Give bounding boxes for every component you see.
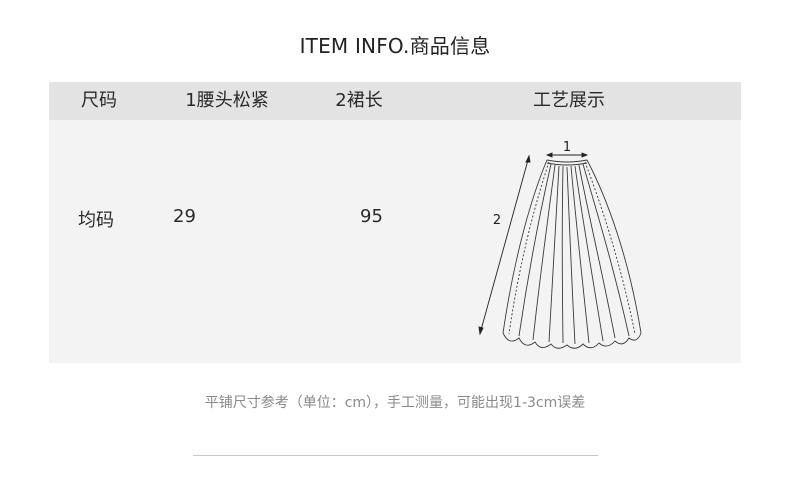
skirt-illustration: 1 2 [478,140,642,349]
bottom-divider [193,455,598,456]
header-craft: 工艺展示 [533,90,605,111]
header-length: 2裙长 [335,90,383,111]
dimension-label-1: 1 [563,140,571,155]
header-size: 尺码 [81,90,117,111]
measurement-note: 平铺尺寸参考（单位：cm），手工测量，可能出现1-3cm误差 [204,395,586,411]
cell-length: 95 [360,206,383,227]
cell-size: 均码 [78,210,114,231]
header-waist: 1腰头松紧 [185,90,269,111]
cell-waist: 29 [173,206,196,227]
size-table: 尺码 1腰头松紧 2裙长 工艺展示 均码 29 95 [49,82,741,363]
table-header-row: 尺码 1腰头松紧 2裙长 工艺展示 [49,82,741,120]
dimension-label-2: 2 [493,213,501,228]
skirt-diagram: 1 2 [469,138,669,360]
page-title: ITEM INFO.商品信息 [299,34,491,58]
